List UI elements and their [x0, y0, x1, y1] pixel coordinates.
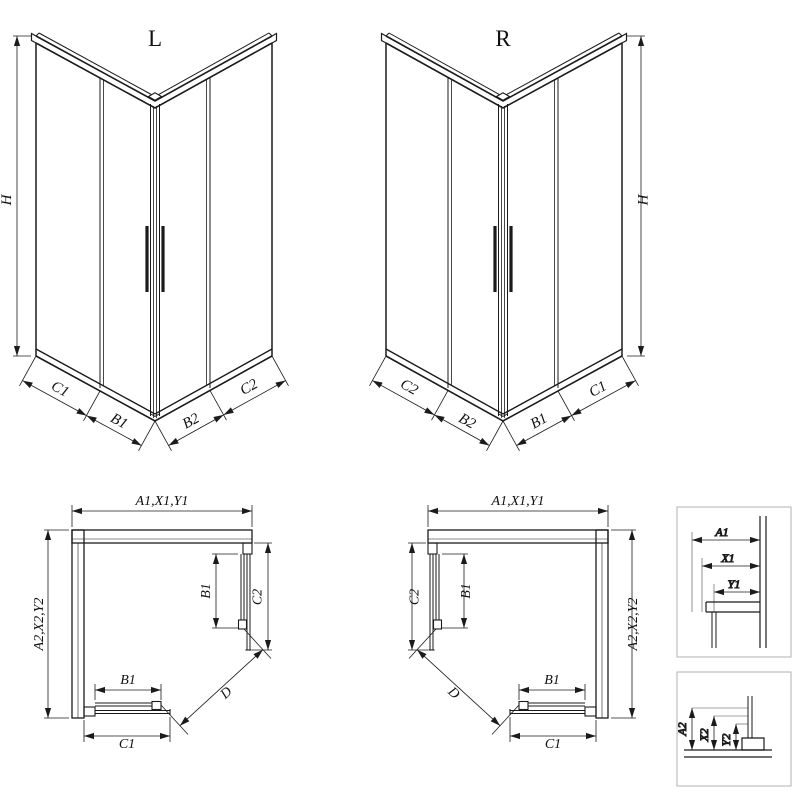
right-wall-profile-cap: [271, 32, 278, 44]
plan-bottom-fixed-label: C1: [119, 737, 135, 752]
bottom-door-dimension: [94, 684, 162, 700]
bottom-fixed-glass: [95, 710, 170, 714]
seg-b1-label-r: B1: [528, 410, 550, 432]
side-door-dimension: [212, 553, 238, 629]
plan-side-fixed-label: C2: [251, 589, 266, 605]
plan-bottom-door-label: B1: [120, 673, 136, 688]
plan-depth-label-r: A2,X2,Y2: [626, 598, 641, 652]
plan-depth-label: A2,X2,Y2: [32, 598, 47, 652]
detail-bottom-frame: [676, 671, 792, 787]
iso-right-labels: R H C2 B2 B1 C1: [397, 26, 651, 433]
seg-c1-label: C1: [48, 378, 71, 400]
height-label-right: H: [636, 193, 652, 206]
height-label-left: H: [0, 193, 15, 206]
seg-c2-label-r: C2: [397, 376, 421, 399]
plan-width-label: A1,X1,Y1: [135, 494, 189, 509]
top-rail-bottom-edge: [35, 42, 273, 109]
plan-view-left-geometry: [44, 505, 272, 742]
plan-left-labels: A1,X1,Y1 A2,X2,Y2 B1 C2 B1 C1 D: [32, 494, 266, 752]
bottom-sliding-door: [95, 702, 152, 707]
detail-x1-label: X1: [720, 551, 734, 565]
seg-c1-label-r: C1: [587, 378, 610, 400]
bottom-rail-bottom-edge: [35, 355, 273, 422]
bottom-left-dimensions: [19, 355, 156, 451]
bottom-wall-bracket: [83, 706, 96, 717]
iso-left-labels: L H C1 B1 B2 C2: [0, 26, 261, 433]
bottom-corner-foot: [149, 413, 161, 417]
plan-right-labels: A1,X1,Y1 A2,X2,Y2 B1 C2 B1 C1 D: [408, 494, 642, 752]
detail-top-frame: [676, 506, 792, 658]
top-wall: [71, 529, 253, 544]
iso-view-left-geometry: [13, 32, 289, 451]
variant-label-right: R: [495, 26, 511, 51]
plan-view-right-geometry: [408, 505, 636, 742]
seg-b1-label: B1: [108, 410, 130, 432]
width-dimension: [71, 505, 253, 527]
plan-side-fixed-label-r: C2: [408, 589, 423, 605]
plan-opening-label: D: [217, 684, 235, 703]
bottom-door-end-profile: [151, 700, 162, 711]
detail-bottom-profile: [741, 737, 765, 751]
left-wall-profile-cap: [30, 32, 37, 44]
plan-width-label-r: A1,X1,Y1: [491, 494, 545, 509]
side-sliding-door: [240, 554, 245, 620]
plan-bottom-fixed-label-r: C1: [545, 737, 561, 752]
plan-opening-label-r: D: [444, 684, 462, 703]
detail-y2-label: Y2: [719, 734, 733, 747]
corner-cap: [147, 92, 163, 101]
variant-label-left: L: [148, 26, 162, 51]
height-dimension: [13, 35, 31, 357]
detail-y1-label: Y1: [728, 577, 741, 591]
bottom-right-dimensions: [154, 355, 289, 451]
side-wall-bracket: [242, 542, 253, 555]
detail-top-glass: [711, 612, 717, 648]
detail-bottom-glass: [747, 696, 753, 738]
bottom-rail-top-edge: [35, 348, 273, 415]
detail-view-top: A1 X1 Y1: [676, 506, 792, 658]
detail-top-wall: [759, 516, 767, 648]
detail-top-profile: [705, 601, 760, 613]
detail-x2-label: X2: [697, 728, 711, 742]
side-door-end-profile: [237, 619, 248, 630]
plan-side-door-label: B1: [199, 583, 214, 599]
plan-side-door-label-r: B1: [459, 583, 474, 599]
detail-a1-label: A1: [714, 525, 728, 539]
rail-end-edges: [35, 32, 273, 37]
seg-b2-label: B2: [180, 410, 203, 432]
side-fixed-glass: [246, 554, 251, 650]
opening-dimension: [160, 628, 272, 735]
detail-bottom-wall: [684, 749, 772, 758]
seg-b2-label-r: B2: [456, 410, 479, 432]
detail-view-bottom: A2 X2 Y2: [675, 671, 792, 787]
plan-bottom-door-label-r: B1: [544, 673, 560, 688]
top-rail-front-edge: [35, 35, 273, 102]
depth-dimension: [44, 529, 69, 719]
seg-c2-label: C2: [238, 376, 262, 399]
bottom-fixed-dimension: [83, 717, 171, 742]
detail-a2-label: A2: [675, 722, 689, 736]
